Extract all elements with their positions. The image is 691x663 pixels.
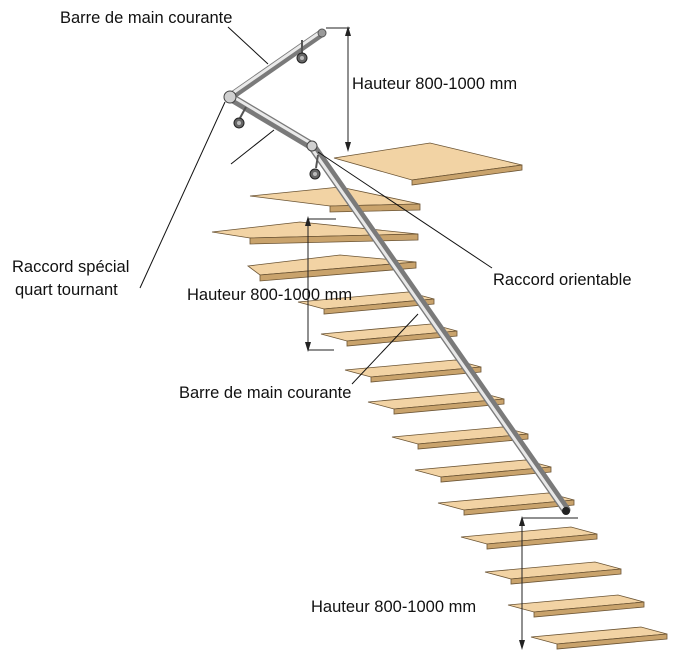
stair-treads xyxy=(211,142,668,650)
handrail-corner-segment xyxy=(225,92,317,151)
wall-bracket xyxy=(233,106,247,129)
stair-tread-edge xyxy=(440,466,552,483)
stair-tread-edge xyxy=(370,366,482,383)
handrail-corner-segment-highlight xyxy=(228,93,314,146)
swivel-joint xyxy=(306,140,318,152)
dimension-top xyxy=(326,26,351,152)
stair-tread-edge xyxy=(411,164,523,186)
handrail-assembly xyxy=(223,28,571,515)
stair-tread xyxy=(333,142,523,181)
label-height-bottom: Hauteur 800-1000 mm xyxy=(311,598,476,616)
leader-handrail-middle xyxy=(351,313,419,385)
leader-special-joint-a xyxy=(139,101,226,289)
stair-tread-edge xyxy=(486,533,598,550)
stair-tread-edge xyxy=(259,261,417,282)
leader-handrail-top xyxy=(227,26,269,65)
handrail-top-end-cap xyxy=(317,28,327,38)
special-corner-joint xyxy=(223,90,237,104)
stair-tread-edge xyxy=(323,298,435,315)
stair-tread-edge xyxy=(510,568,622,585)
label-height-top: Hauteur 800-1000 mm xyxy=(352,75,517,93)
label-special-joint-line1: Raccord spécial xyxy=(12,258,129,276)
wall-bracket xyxy=(309,154,321,180)
stair-tread-edge xyxy=(463,499,575,516)
leader-swivel-joint xyxy=(317,151,493,269)
label-handrail-middle: Barre de main courante xyxy=(179,384,351,402)
dimension-middle xyxy=(305,216,336,352)
leader-special-joint-b xyxy=(230,129,275,165)
stair-tread-edge xyxy=(393,398,505,415)
stair-tread-edge xyxy=(417,433,529,450)
label-special-joint-line2: quart tournant xyxy=(15,281,118,299)
label-handrail-top: Barre de main courante xyxy=(60,9,232,27)
stair-tread-edge xyxy=(346,330,458,347)
handrail-upper-segment xyxy=(226,29,326,101)
label-height-middle: Hauteur 800-1000 mm xyxy=(187,286,352,304)
handrail-upper-segment-highlight xyxy=(228,29,324,97)
handrail-main-segment-highlight xyxy=(308,144,566,512)
label-swivel-joint: Raccord orientable xyxy=(493,271,632,289)
stair-tread-edge xyxy=(533,601,645,618)
stair-tread-edge xyxy=(556,633,668,650)
handrail-end-cap xyxy=(562,507,570,515)
dimension-bottom xyxy=(519,516,578,650)
wall-bracket xyxy=(296,40,308,64)
handrail-main-segment xyxy=(307,141,571,515)
